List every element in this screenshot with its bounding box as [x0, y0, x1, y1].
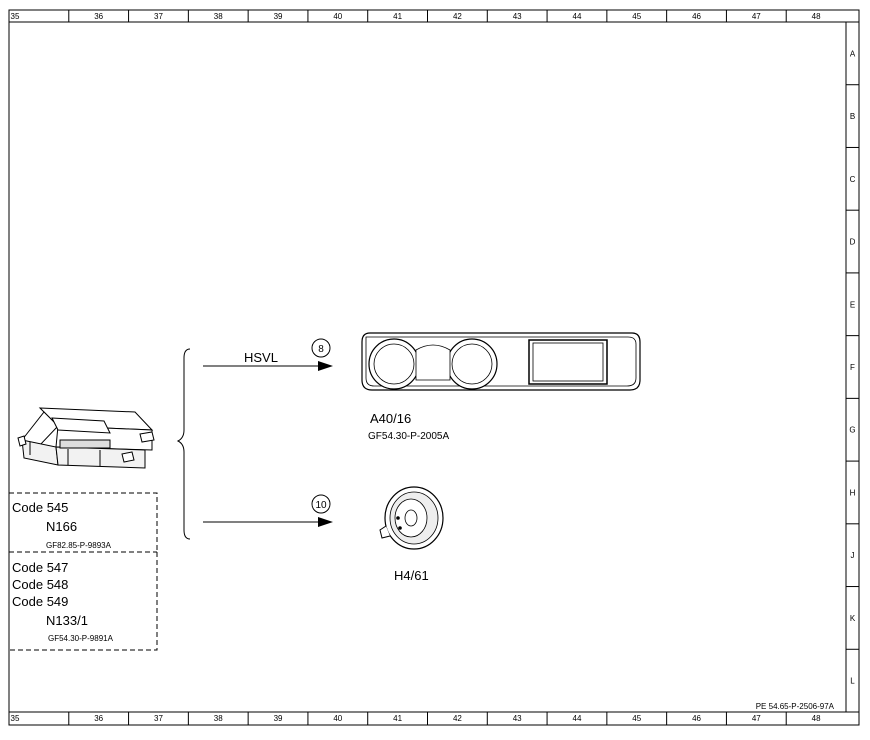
row-letter: E	[850, 300, 855, 309]
row-letter: F	[850, 363, 855, 372]
column-number: 48	[812, 714, 821, 723]
column-number: 35	[11, 714, 20, 723]
column-number: 41	[393, 714, 402, 723]
column-number: 36	[94, 12, 103, 21]
column-number: 37	[154, 12, 163, 21]
column-number: 45	[632, 12, 641, 21]
column-number: 38	[214, 714, 223, 723]
row-letter: B	[850, 112, 855, 121]
column-number: 45	[632, 714, 641, 723]
row-ruler: A B C D E F G H J K L	[846, 49, 859, 686]
code-box-2-ref: GF54.30-P-9891A	[48, 634, 114, 643]
column-number: 43	[513, 714, 522, 723]
control-unit-icon	[17, 407, 155, 469]
column-number: 47	[752, 12, 761, 21]
connector-number-8: 8	[318, 344, 324, 355]
column-number: 36	[94, 714, 103, 723]
column-number: 48	[812, 12, 821, 21]
instrument-cluster-icon	[361, 332, 641, 391]
column-number: 44	[573, 714, 582, 723]
horn-label: H4/61	[394, 568, 429, 583]
column-number: 46	[692, 12, 701, 21]
column-number: 42	[453, 714, 462, 723]
horn-icon	[379, 486, 444, 550]
code-box-2-code-1: Code 547	[12, 560, 68, 575]
column-number: 35	[11, 12, 20, 21]
column-number: 42	[453, 12, 462, 21]
column-number: 40	[333, 714, 342, 723]
column-number: 38	[214, 12, 223, 21]
row-letter: G	[849, 426, 855, 435]
column-number: 44	[573, 12, 582, 21]
row-letter: A	[850, 49, 856, 58]
code-box-2-component: N133/1	[46, 613, 88, 628]
column-number: 41	[393, 12, 402, 21]
row-letter: D	[850, 238, 856, 247]
signal-label-hsvl: HSVL	[244, 350, 278, 365]
sheet-border	[8, 9, 860, 726]
column-ruler: 35 35 36 36 37 37 38 38 39 39 40 40 41 41 42 42 43 43 44 44…	[11, 10, 821, 725]
column-number: 47	[752, 714, 761, 723]
column-number: 43	[513, 12, 522, 21]
code-box-1-ref: GF82.85-P-9893A	[46, 541, 112, 550]
document-id: PE 54.65-P-2506-97A	[756, 702, 835, 711]
row-letter: C	[850, 175, 856, 184]
signal-brace	[176, 348, 191, 540]
code-box-2-code-2: Code 548	[12, 577, 68, 592]
column-number: 40	[333, 12, 342, 21]
row-letter: L	[850, 677, 855, 686]
connector-circle-8	[311, 338, 331, 358]
code-box-1-border	[9, 492, 158, 552]
column-number: 39	[274, 714, 283, 723]
column-number: 37	[154, 714, 163, 723]
code-box-2-border	[9, 552, 158, 651]
row-letter: H	[850, 488, 856, 497]
connector-number-10: 10	[315, 500, 327, 511]
row-letter: K	[850, 614, 856, 623]
instrument-cluster-ref: GF54.30-P-2005A	[368, 431, 449, 442]
code-box-1-code: Code 545	[12, 500, 68, 515]
connector-circle-10	[311, 494, 331, 514]
instrument-cluster-label: A40/16	[370, 411, 411, 426]
code-box-1-component: N166	[46, 519, 77, 534]
arrow-head-hsvl	[318, 361, 333, 371]
row-letter: J	[851, 551, 855, 560]
arrow-head-horn	[318, 517, 333, 527]
code-box-2-code-3: Code 549	[12, 594, 68, 609]
column-number: 46	[692, 714, 701, 723]
column-number: 39	[274, 12, 283, 21]
